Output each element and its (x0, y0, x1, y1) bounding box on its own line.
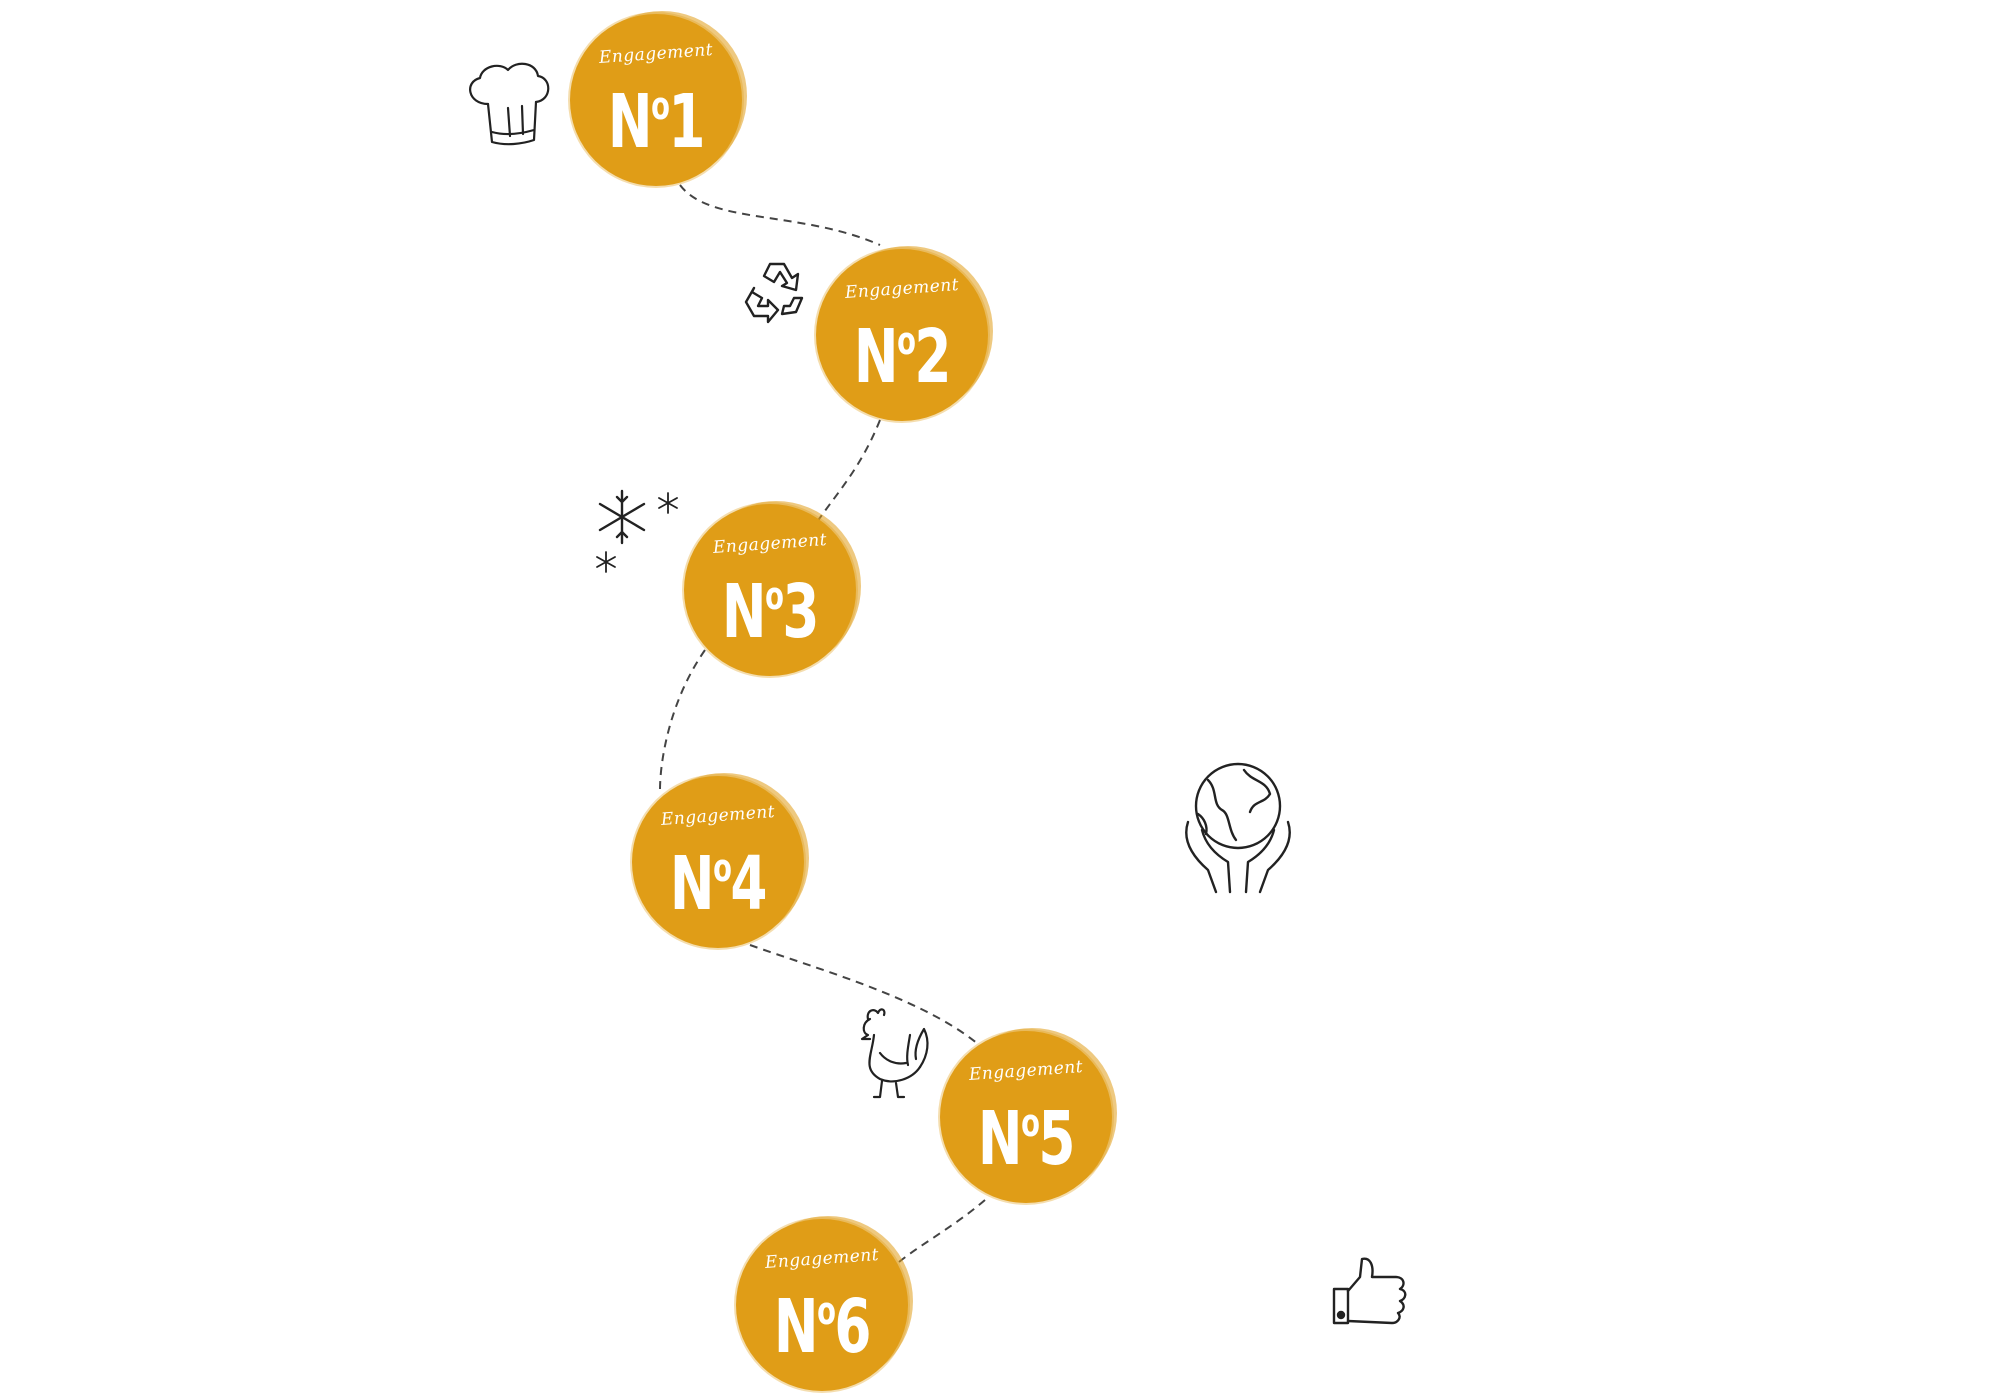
recycle-icon (744, 262, 804, 324)
engagement-badge-6: Engagement No6 (736, 1219, 908, 1391)
badge-number: No5 (977, 1096, 1076, 1182)
badge-number: No2 (853, 314, 952, 400)
engagement-badge-1: Engagement No1 (570, 14, 742, 186)
engagement-badge-5: Engagement No5 (940, 1031, 1112, 1203)
badge-number: No3 (721, 569, 820, 655)
badge-number: No4 (669, 841, 768, 927)
chef-hat-icon (469, 62, 550, 146)
badge-number: No6 (773, 1284, 872, 1370)
snowflake-icon (596, 489, 678, 573)
globe-in-hands-icon (1185, 762, 1291, 894)
engagement-badge-4: Engagement No4 (632, 776, 804, 948)
engagement-badge-3: Engagement No3 (684, 504, 856, 676)
dashed-line (659, 184, 986, 1271)
badge-number: No1 (607, 79, 706, 165)
rooster-icon (860, 1008, 929, 1099)
engagement-badge-2: Engagement No2 (816, 249, 988, 421)
thumbs-up-icon (1332, 1257, 1407, 1325)
